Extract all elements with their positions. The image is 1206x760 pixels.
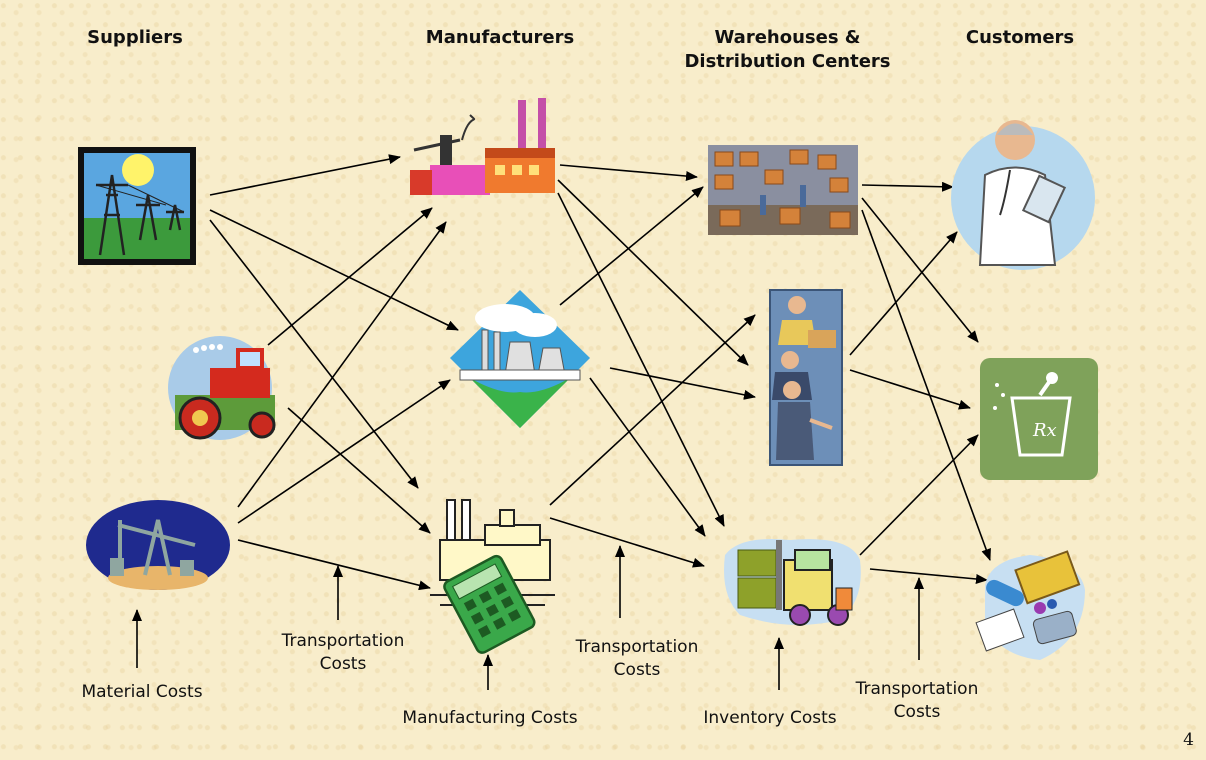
arrow-forklift-to-pharmacy: [859, 434, 979, 556]
page-number: 4: [1183, 730, 1194, 750]
label-transportation-costs-2-line2: Costs: [613, 660, 661, 680]
label-transportation-costs-3-line1: Transportation: [855, 679, 979, 699]
arrow-power-to-calcplant: [209, 219, 419, 489]
header-warehouses: Warehouses & Distribution Centers: [660, 26, 915, 74]
arrow-warehouse-to-medicine: [861, 209, 991, 561]
arrow-calcplant-to-people: [549, 314, 756, 506]
header-suppliers: Suppliers: [87, 27, 183, 48]
power-plant-icon: [450, 290, 590, 428]
arrow-oil-to-plant: [237, 379, 451, 524]
header-warehouses-line2: Distribution Centers: [684, 51, 891, 72]
arrow-factory-to-forklift: [557, 192, 725, 527]
arrow-oil-to-factory: [237, 221, 447, 508]
label-transportation-costs-3: Transportation Costs: [832, 678, 1002, 724]
arrow-power-to-factory: [209, 154, 401, 196]
warehouse-icon: [708, 145, 858, 235]
arrow-factory-to-warehouse: [559, 164, 698, 182]
flow-arrows: [132, 154, 991, 690]
arrow-plant-to-warehouse: [559, 186, 704, 306]
tractor-icon: [168, 336, 276, 440]
label-transportation-costs-1-line1: Transportation: [281, 631, 405, 651]
arrow-forklift-to-medicine: [869, 568, 988, 584]
header-warehouses-line1: Warehouses &: [714, 27, 861, 48]
business-people-icon: [769, 289, 843, 466]
arrow-tractor-to-calcplant: [287, 407, 431, 534]
svg-text:Rx: Rx: [1032, 420, 1057, 441]
label-transportation-costs-2: Transportation Costs: [552, 636, 722, 682]
label-transportation-costs-1: Transportation Costs: [258, 630, 428, 676]
plant-with-calculator-icon: [430, 499, 555, 654]
label-transportation-costs-2-line1: Transportation: [575, 637, 699, 657]
label-manufacturing-costs: Manufacturing Costs: [402, 708, 578, 728]
arrow-people-to-pharmacy: [849, 369, 971, 410]
header-customers: Customers: [965, 27, 1075, 48]
label-transportation-costs-1-line2: Costs: [319, 654, 367, 674]
label-material-costs: Material Costs: [81, 682, 203, 702]
medicine-icon: [975, 550, 1085, 660]
arrow-power-to-plant: [209, 209, 459, 331]
arrow-plant-to-forklift: [589, 377, 706, 537]
power-lines-icon: [78, 147, 196, 265]
arrow-calcplant-to-forklift: [549, 517, 705, 568]
arrow-tractor-to-factory: [267, 207, 433, 346]
arrow-warehouse-to-doctor: [861, 181, 954, 192]
factory-icon: [410, 98, 555, 195]
label-transportation-costs-3-line2: Costs: [893, 702, 941, 722]
forklift-icon: [724, 539, 861, 626]
arrow-warehouse-to-pharmacy: [861, 197, 979, 343]
label-inventory-costs: Inventory Costs: [703, 708, 837, 728]
header-manufacturers: Manufacturers: [425, 27, 575, 48]
doctor-icon: [951, 120, 1095, 270]
arrow-oil-to-calcplant: [237, 539, 431, 591]
arrow-people-to-doctor: [849, 231, 958, 356]
oil-pump-icon: [86, 500, 230, 590]
pharmacy-mortar-icon: Rx: [980, 358, 1098, 480]
arrow-factory-to-people: [557, 179, 749, 366]
